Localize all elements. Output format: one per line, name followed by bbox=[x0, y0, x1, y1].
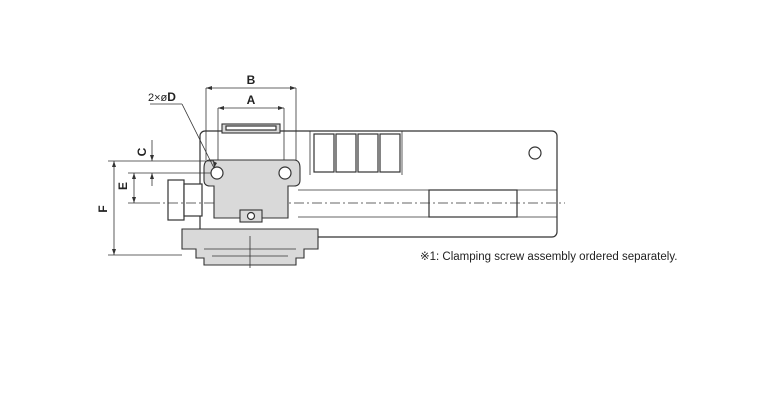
dimension-b: B bbox=[205, 73, 297, 160]
dimension-a-label: A bbox=[247, 93, 256, 107]
left-connector bbox=[167, 179, 203, 221]
dimension-e-label: E bbox=[116, 182, 130, 190]
hole-callout-label: 2×øD bbox=[148, 90, 176, 104]
footnote: ※1: Clamping screw assembly ordered sepa… bbox=[420, 251, 677, 263]
hole-callout: 2×øD bbox=[148, 90, 217, 169]
dimension-a: A bbox=[217, 93, 285, 160]
dimension-b-label: B bbox=[247, 73, 256, 87]
bracket-hole-right bbox=[278, 166, 292, 180]
mounting-hole bbox=[528, 146, 542, 160]
din-rail bbox=[181, 228, 319, 268]
bracket-hole-left bbox=[210, 166, 224, 180]
dimension-c-label: C bbox=[135, 147, 149, 156]
dimension-e: E bbox=[116, 172, 152, 204]
top-fittings bbox=[309, 131, 403, 175]
rod-section bbox=[298, 189, 557, 218]
dimension-c: C bbox=[135, 140, 214, 186]
dimension-f-label: F bbox=[96, 205, 110, 212]
mounting-bracket bbox=[203, 159, 301, 223]
dimension-f: F bbox=[96, 160, 182, 256]
